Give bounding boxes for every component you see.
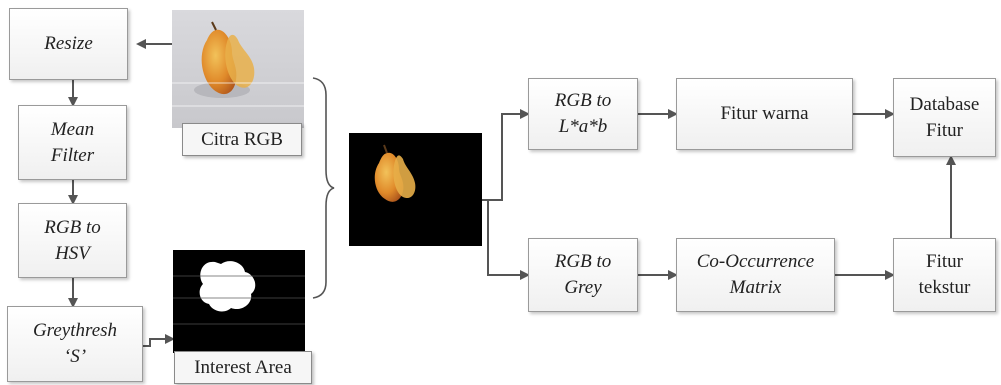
fitur-warna-label: Fitur warna (720, 103, 809, 125)
segmented-image (349, 133, 482, 246)
fitur-warna-box: Fitur warna (676, 78, 853, 150)
resize-box: Resize (9, 8, 128, 80)
database-fitur-label: Database Fitur (909, 93, 980, 141)
interest-area-caption: Interest Area (174, 351, 312, 384)
greythresh-label: Greythresh ‘S’ (32, 320, 118, 367)
citra-rgb-caption: Citra RGB (182, 123, 302, 156)
mean-filter-label: Mean Filter (50, 118, 95, 166)
co-occurrence-label: Co-Occurrence Matrix (696, 251, 815, 298)
fitur-tekstur-box: Fitur tekstur (893, 238, 996, 312)
rgb-to-grey-label: RGB to Grey (554, 251, 612, 298)
co-occurrence-box: Co-Occurrence Matrix (676, 238, 835, 312)
arrow-split-to-grey (487, 200, 530, 280)
mask-shape-icon (173, 250, 305, 353)
interest-area-image (173, 250, 305, 353)
database-fitur-box: Database Fitur (893, 78, 996, 157)
rgb-to-lab-label: RGB to L*a*b (554, 90, 612, 137)
segmented-pear-icon (349, 133, 482, 246)
rgb-to-grey-box: RGB to Grey (528, 238, 638, 312)
pear-photo-icon (172, 10, 304, 128)
citra-rgb-image (172, 10, 304, 128)
rgb-to-hsv-label: RGB to HSV (44, 216, 101, 264)
rgb-to-lab-box: RGB to L*a*b (528, 78, 638, 150)
mean-filter-box: Mean Filter (18, 105, 127, 180)
rgb-to-hsv-box: RGB to HSV (18, 203, 127, 278)
arrow-split-to-lab (482, 109, 530, 201)
fitur-tekstur-label: Fitur tekstur (918, 251, 971, 298)
greythresh-box: Greythresh ‘S’ (7, 306, 143, 382)
resize-label: Resize (44, 33, 93, 55)
brace (312, 77, 335, 299)
arrow-grey-to-mask (143, 334, 175, 347)
